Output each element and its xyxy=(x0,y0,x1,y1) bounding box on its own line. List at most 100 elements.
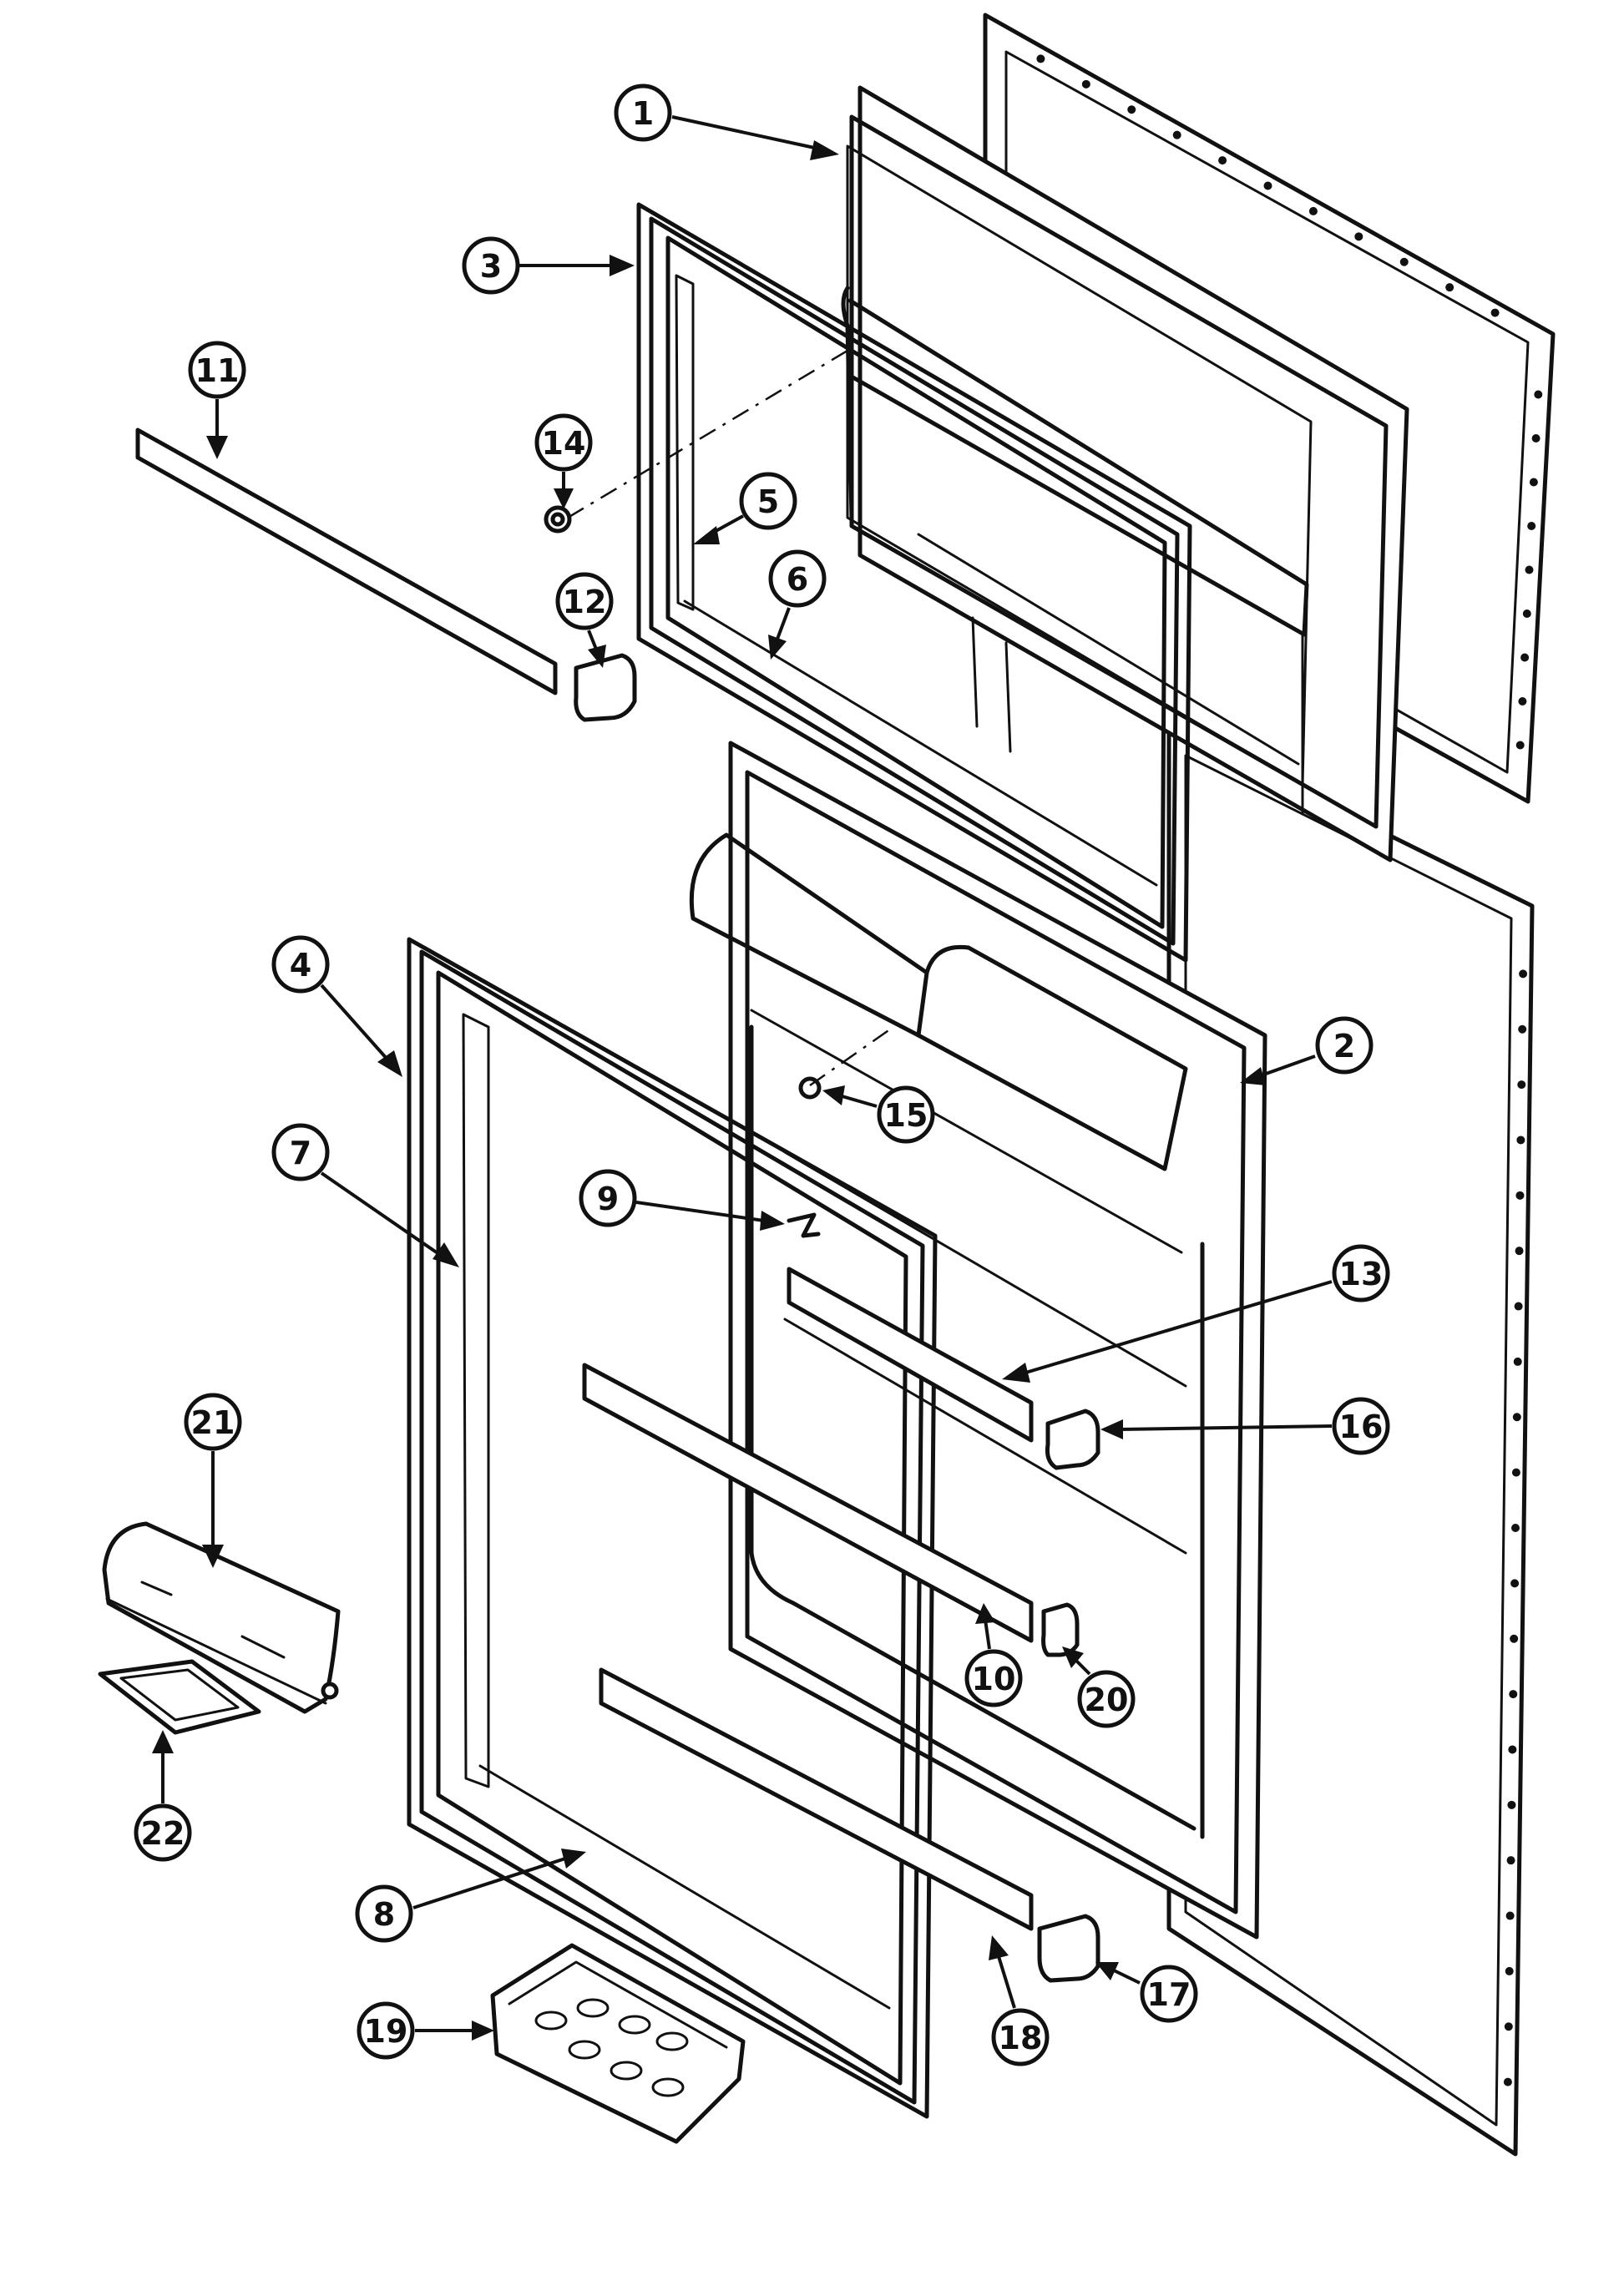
svg-text:6: 6 xyxy=(787,561,808,598)
svg-text:20: 20 xyxy=(1085,1682,1129,1718)
svg-text:5: 5 xyxy=(757,483,779,520)
door-shelf-bar-13 xyxy=(787,1267,1034,1443)
panel-screw-hole xyxy=(1518,697,1527,706)
panel-screw-hole xyxy=(1513,1357,1522,1366)
panel-screw-hole xyxy=(1505,1911,1515,1920)
panel-screw-hole xyxy=(1527,522,1536,530)
panel-screw-hole xyxy=(1507,1800,1516,1809)
panel-screw-hole xyxy=(1308,206,1318,215)
svg-text:12: 12 xyxy=(563,584,607,620)
screw xyxy=(544,505,572,534)
panel-screw-hole xyxy=(1510,1634,1519,1643)
callout-9: 9 xyxy=(579,1169,785,1231)
panel-screw-hole xyxy=(1515,1191,1525,1200)
panel-screw-hole xyxy=(1519,969,1528,979)
svg-text:3: 3 xyxy=(480,248,502,285)
freezer-door-gasket xyxy=(636,202,1192,963)
svg-text:10: 10 xyxy=(972,1661,1016,1697)
panel-screw-hole xyxy=(1516,1136,1525,1145)
panel-screw-hole xyxy=(1354,232,1363,241)
panel-screw-hole xyxy=(1505,1966,1514,1975)
callout-17: 17 xyxy=(1095,1962,1198,2023)
callout-15: 15 xyxy=(822,1085,935,1144)
panel-screw-hole xyxy=(1509,1690,1518,1699)
panel-screw-hole xyxy=(1399,257,1409,266)
callout-22: 22 xyxy=(134,1730,192,1862)
svg-text:8: 8 xyxy=(373,1896,395,1933)
panel-screw-hole xyxy=(1036,54,1045,63)
dairy-tray xyxy=(98,1659,261,1735)
panel-screw-hole xyxy=(1511,1524,1520,1532)
svg-text:22: 22 xyxy=(141,1815,185,1852)
panel-screw-hole xyxy=(1506,1856,1515,1865)
callout-4: 4 xyxy=(271,935,402,1077)
panel-screw-hole xyxy=(1503,2077,1512,2086)
panel-screw-hole xyxy=(1522,609,1531,618)
callout-13: 13 xyxy=(1002,1244,1390,1383)
panel-screw-hole xyxy=(1172,130,1181,139)
svg-text:14: 14 xyxy=(542,425,586,462)
callout-6: 6 xyxy=(768,549,827,660)
svg-text:13: 13 xyxy=(1339,1256,1384,1292)
freezer-shelf-bar xyxy=(135,427,558,695)
svg-text:7: 7 xyxy=(290,1135,311,1171)
callout-10: 10 xyxy=(964,1603,1023,1707)
panel-screw-hole xyxy=(1504,2022,1513,2031)
panel-screw-hole xyxy=(1520,653,1530,662)
callout-18: 18 xyxy=(989,1935,1050,2066)
egg-bin xyxy=(490,1943,746,2144)
alignment-lines xyxy=(567,349,894,1087)
callout-1: 1 xyxy=(614,83,839,160)
panel-screw-hole xyxy=(1517,1080,1526,1090)
panel-screw-hole xyxy=(1515,741,1525,750)
door-shelf-bar-18 xyxy=(599,1667,1034,1931)
svg-text:11: 11 xyxy=(195,352,240,389)
svg-text:2: 2 xyxy=(1333,1028,1355,1065)
svg-text:17: 17 xyxy=(1147,1976,1191,2013)
callout-21: 21 xyxy=(184,1393,242,1568)
dairy-compartment-door xyxy=(102,1521,341,1714)
end-cap-17 xyxy=(1037,1914,1100,1983)
callout-14: 14 xyxy=(534,413,593,509)
svg-text:4: 4 xyxy=(290,947,311,984)
panel-screw-hole xyxy=(1511,1468,1520,1477)
callout-5: 5 xyxy=(693,472,797,544)
panel-screw-hole xyxy=(1127,105,1136,114)
callouts: 1 3 11 14 5 xyxy=(134,83,1390,2066)
panel-screw-hole xyxy=(1508,1745,1517,1754)
svg-text:19: 19 xyxy=(364,2013,408,2050)
svg-text:9: 9 xyxy=(597,1181,619,1217)
svg-text:21: 21 xyxy=(191,1404,235,1441)
panel-screw-hole xyxy=(1514,1302,1523,1311)
panel-screw-hole xyxy=(1525,565,1534,574)
panel-screw-hole xyxy=(1512,1413,1521,1422)
callout-20: 20 xyxy=(1062,1646,1136,1728)
end-cap-16 xyxy=(1045,1409,1100,1470)
callout-12: 12 xyxy=(555,572,614,668)
svg-text:1: 1 xyxy=(632,95,654,132)
callout-8: 8 xyxy=(355,1849,586,1943)
svg-text:18: 18 xyxy=(999,2020,1043,2056)
door-shelf-bar-10 xyxy=(582,1363,1034,1643)
end-cap-20 xyxy=(1041,1602,1080,1657)
panel-screw-hole xyxy=(1510,1579,1520,1588)
svg-text:15: 15 xyxy=(884,1097,928,1134)
freezer-door-liner xyxy=(841,85,1409,862)
fresh-food-door-liner xyxy=(689,741,1267,1940)
svg-text:16: 16 xyxy=(1339,1409,1384,1445)
panel-screw-hole xyxy=(1263,181,1272,190)
callout-2: 2 xyxy=(1240,1016,1374,1085)
freezer-end-cap xyxy=(574,653,637,722)
panel-screw-hole xyxy=(1515,1247,1524,1256)
callout-11: 11 xyxy=(188,341,246,459)
callout-16: 16 xyxy=(1100,1397,1390,1455)
panel-screw-hole xyxy=(1218,156,1227,165)
panel-screw-hole xyxy=(1490,308,1500,317)
callout-3: 3 xyxy=(462,236,635,295)
callout-19: 19 xyxy=(357,2001,494,2060)
fresh-food-door-gasket xyxy=(407,937,938,2119)
panel-screw-hole xyxy=(1518,1024,1527,1034)
callout-7: 7 xyxy=(271,1123,459,1267)
door-clip xyxy=(787,1212,821,1238)
